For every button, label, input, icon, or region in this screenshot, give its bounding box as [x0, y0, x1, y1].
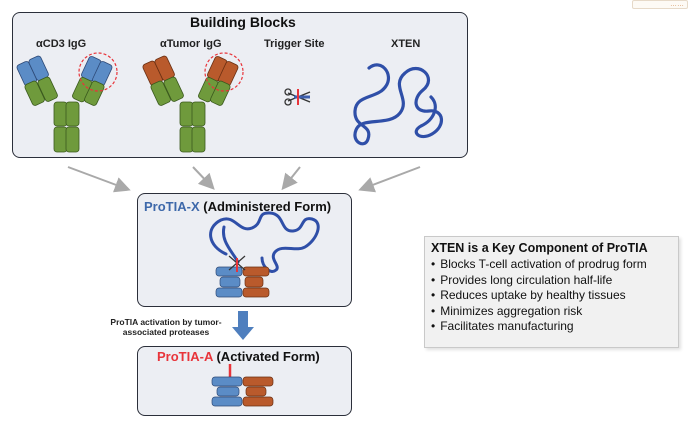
atumor-igg-antibody: [142, 52, 244, 153]
arrow-xten: [358, 166, 421, 193]
protia-a-title: ProTIA-A (Activated Form): [157, 349, 320, 364]
protia-a-form: (Activated Form): [212, 349, 320, 364]
atumor-igg-label: αTumor IgG: [160, 38, 222, 50]
binding-site-highlight: [204, 52, 244, 92]
arrow-trigger: [281, 166, 301, 191]
corner-watermark: ……: [632, 0, 688, 9]
acd3-igg-antibody: [16, 52, 118, 153]
xten-key-box: XTEN is a Key Component of ProTIA Blocks…: [424, 236, 679, 348]
building-blocks-title: Building Blocks: [190, 14, 296, 30]
key-item: Provides long circulation half-life: [431, 273, 678, 289]
key-item: Facilitates manufacturing: [431, 319, 678, 335]
protia-x-name: ProTIA-X: [144, 199, 200, 214]
xten-label: XTEN: [391, 38, 421, 50]
key-item: Reduces uptake by healthy tissues: [431, 288, 678, 304]
key-benefits-list: Blocks T-cell activation of prodrug form…: [425, 257, 678, 335]
key-item: Minimizes aggregation risk: [431, 304, 678, 320]
scissors-icon: [284, 88, 311, 106]
activation-note: ProTIA activation by tumor-associated pr…: [110, 317, 222, 337]
protia-a-name: ProTIA-A: [157, 349, 213, 364]
trigger-site-label: Trigger Site: [264, 38, 325, 50]
protia-x-form: (Administered Form): [199, 199, 332, 214]
xten-polymer: [353, 63, 443, 146]
acd3-igg-label: αCD3 IgG: [36, 38, 87, 50]
key-box-title: XTEN is a Key Component of ProTIA: [431, 241, 648, 255]
activation-arrow: [232, 311, 254, 340]
arrow-acd3: [67, 166, 131, 193]
key-item: Blocks T-cell activation of prodrug form: [431, 257, 678, 273]
protia-x-construct: [209, 211, 320, 298]
protia-a-construct: [211, 364, 274, 407]
binding-site-highlight: [78, 52, 118, 92]
protia-x-title: ProTIA-X (Administered Form): [144, 199, 331, 214]
arrow-atumor: [192, 166, 215, 190]
